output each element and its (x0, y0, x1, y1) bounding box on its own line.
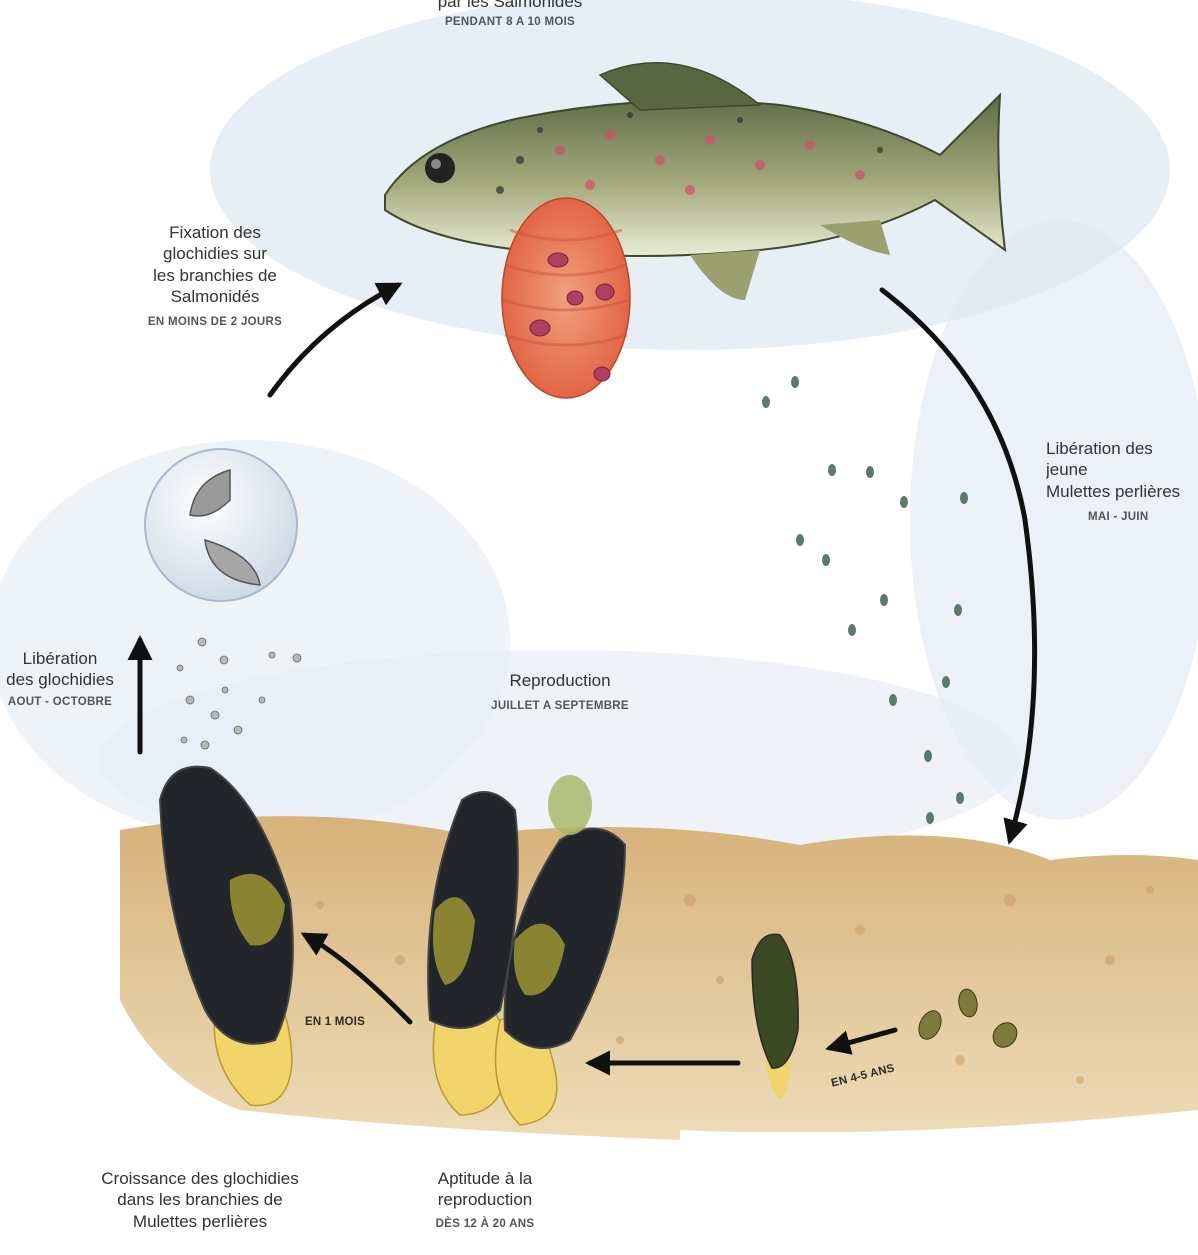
label-aptitude-title: Aptitude à la reproduction (395, 1168, 575, 1211)
label-liberation-glochidies-caption: AOUT - OCTOBRE (0, 695, 120, 709)
label-en-1-mois: EN 1 MOIS (305, 1016, 365, 1028)
label-liberation-jeunes-caption: MAI - JUIN (1046, 510, 1198, 524)
label-fixation-title: Fixation des glochidies sur les branchie… (110, 222, 320, 307)
label-top-caption: PENDANT 8 A 10 MOIS (395, 15, 625, 29)
label-liberation-glochidies: Libération des glochidies AOUT - OCTOBRE (0, 648, 120, 709)
label-croissance-title: Croissance des glochidies dans les branc… (80, 1168, 320, 1232)
label-top: par les Salmonidés PENDANT 8 A 10 MOIS (395, 0, 625, 30)
label-croissance: Croissance des glochidies dans les branc… (80, 1168, 320, 1232)
label-liberation-glochidies-title: Libération des glochidies (0, 648, 120, 691)
label-aptitude: Aptitude à la reproduction DÈS 12 À 20 A… (395, 1168, 575, 1231)
label-fixation-caption: EN MOINS DE 2 JOURS (110, 315, 320, 329)
label-fixation: Fixation des glochidies sur les branchie… (110, 222, 320, 329)
label-liberation-jeunes-title: Libération des jeune Mulettes perlières (1046, 438, 1198, 502)
label-liberation-jeunes: Libération des jeune Mulettes perlières … (1046, 438, 1198, 524)
label-reproduction: Reproduction JUILLET A SEPTEMBRE (460, 670, 660, 714)
label-reproduction-caption: JUILLET A SEPTEMBRE (460, 699, 660, 713)
label-top-title: par les Salmonidés (395, 0, 625, 12)
label-reproduction-title: Reproduction (460, 670, 660, 691)
glochidium-bubble (145, 449, 297, 601)
blank-corner (680, 1132, 1198, 1255)
gill-inset (502, 198, 630, 398)
label-aptitude-caption: DÈS 12 À 20 ANS (395, 1217, 575, 1231)
